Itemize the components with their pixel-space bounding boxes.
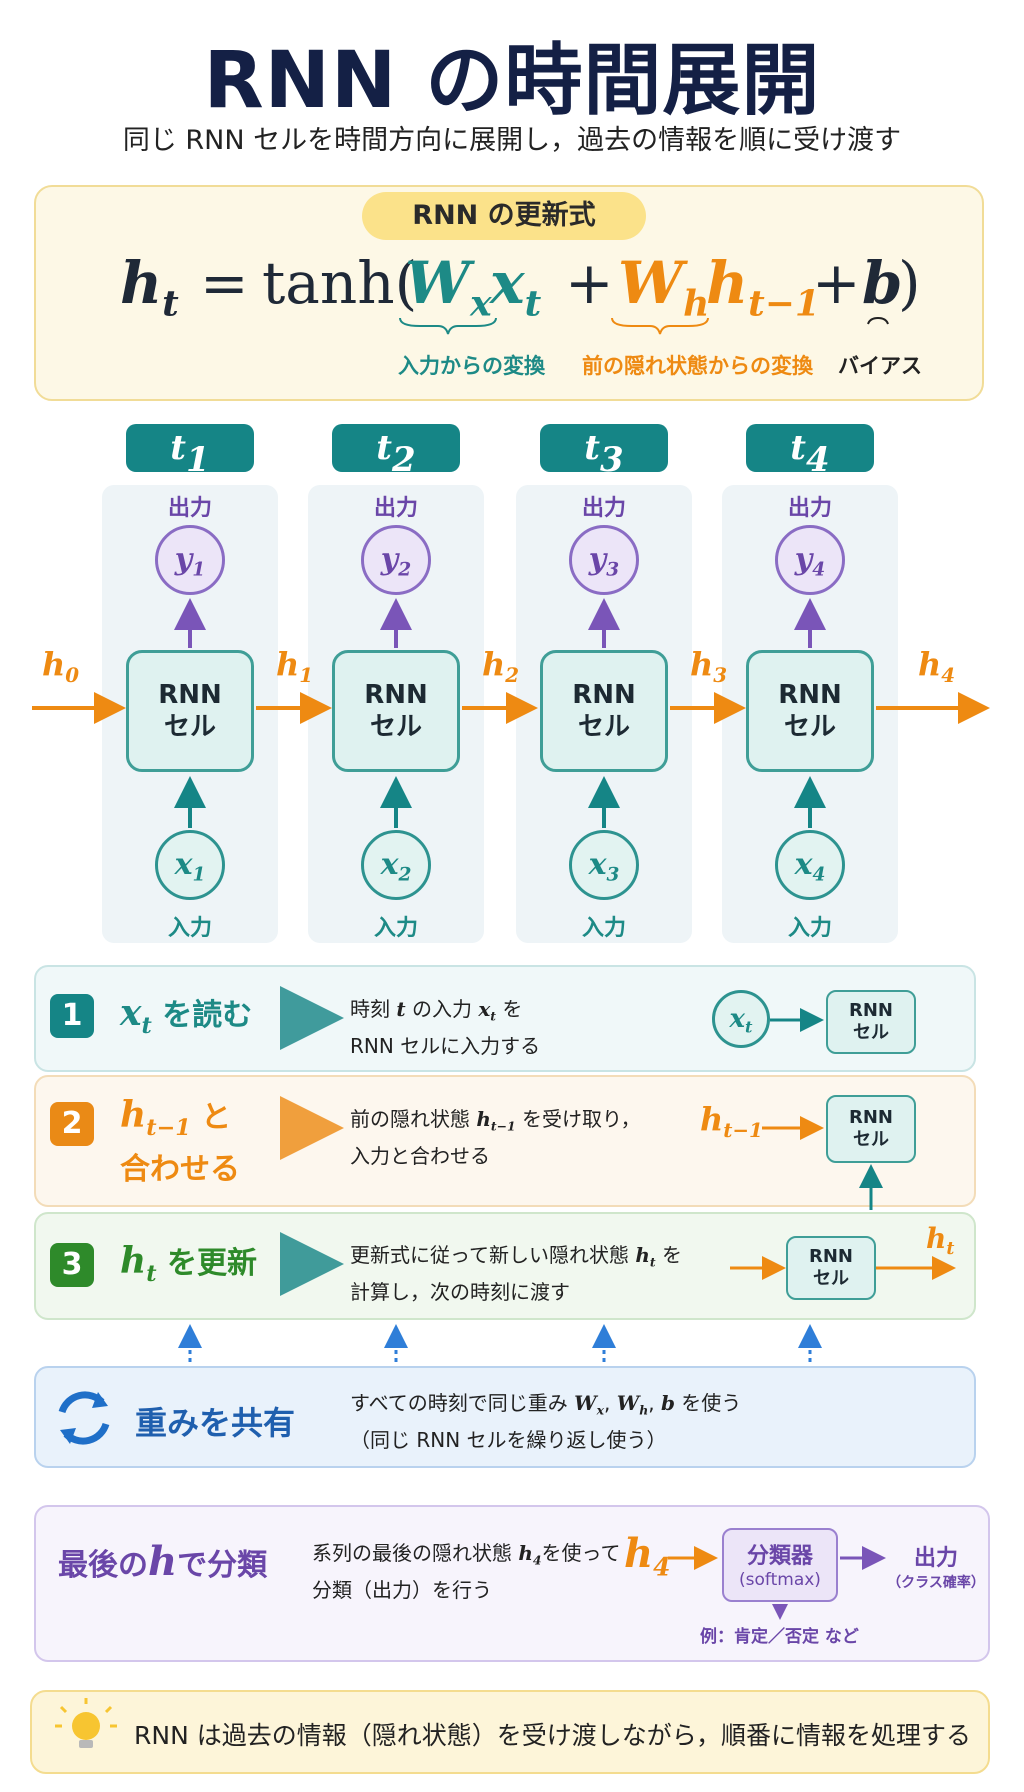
classifier-box: 分類器 (softmax) <box>722 1528 838 1602</box>
classifier-softmax: (softmax) <box>739 1570 821 1590</box>
output-label-1: 出力 <box>167 496 212 521</box>
step-1-title: xt を読む <box>120 992 253 1039</box>
step-3-desc: 更新式に従って新しい隠れ状態 ht を計算し，次の時刻に渡す <box>350 1243 682 1305</box>
step-3-title: ht を更新 <box>120 1240 257 1287</box>
share-panel <box>34 1366 976 1468</box>
input-circle-4: x4 <box>775 830 845 900</box>
timestep-pill-3: t3 <box>540 424 668 480</box>
note-input-transform: 入力からの変換 <box>398 354 545 378</box>
output-circle-1: y1 <box>155 525 225 595</box>
page-title: RNN の時間展開 <box>203 36 821 126</box>
timestep-pill-1: t1 <box>126 424 254 480</box>
input-circle-3: x3 <box>569 830 639 900</box>
step-3-number: 3 <box>50 1243 94 1287</box>
footer-panel <box>30 1690 990 1774</box>
input-circle-2: x2 <box>361 830 431 900</box>
timestep-pill-4: t4 <box>746 424 874 480</box>
step-2-panel <box>34 1075 976 1207</box>
step-2-desc: 前の隠れ状態 ht−1 を受け取り，入力と合わせる <box>350 1107 641 1169</box>
formula-equals: = <box>200 249 249 317</box>
formula-xt: xt <box>490 249 542 325</box>
classify-h4: h4 <box>624 1530 671 1582</box>
hidden-label-h4: h4 <box>918 645 956 687</box>
input-label-1: 入力 <box>167 916 212 941</box>
hidden-label-h1: h1 <box>276 645 314 687</box>
step-1-number: 1 <box>50 994 94 1038</box>
input-label-4: 入力 <box>787 916 832 941</box>
formula-close-paren: ) <box>898 249 921 317</box>
note-bias: バイアス <box>838 354 922 378</box>
timestep-pill-2: t2 <box>332 424 460 480</box>
formula-plus-1: + <box>565 249 614 317</box>
classify-output: 出力 （クラス確率） <box>887 1546 985 1591</box>
input-label-3: 入力 <box>581 916 626 941</box>
classify-desc: 系列の最後の隠れ状態 h4を使って分類（出力）を行う <box>312 1541 621 1603</box>
formula-tanh: tanh( <box>262 249 418 317</box>
output-circle-2: y2 <box>361 525 431 595</box>
hidden-label-h3: h3 <box>690 645 728 687</box>
refresh-icon <box>58 1391 110 1445</box>
formula-ht1: ht−1 <box>706 249 820 325</box>
brace-input <box>399 317 497 335</box>
output-label-4: 出力 <box>787 496 832 521</box>
output-circle-3: y3 <box>569 525 639 595</box>
input-label-2: 入力 <box>373 916 418 941</box>
formula-plus-2: + <box>812 249 861 317</box>
formula-pill: RNN の更新式 <box>362 192 646 240</box>
lightbulb-icon <box>55 1698 117 1748</box>
page-subtitle: 同じ RNN セルを時間方向に展開し，過去の情報を順に受け渡す <box>122 125 902 156</box>
brace-prev <box>611 317 709 335</box>
input-circle-1: x1 <box>155 830 225 900</box>
hidden-label-h2: h2 <box>482 645 520 687</box>
output-label-3: 出力 <box>581 496 626 521</box>
step-2-title: ht−1 と合わせる <box>120 1094 240 1187</box>
step-1-x-circle: xt <box>712 990 770 1048</box>
output-circle-4: y4 <box>775 525 845 595</box>
formula-bias: b <box>862 249 903 317</box>
step-2-number: 2 <box>50 1102 94 1146</box>
share-desc: すべての時刻で同じ重み Wx, Wh, b を使う（同じ RNN セルを繰り返し… <box>350 1391 742 1453</box>
step-2-h-label: ht−1 <box>700 1100 763 1142</box>
classify-title: 最後のhで分類 <box>58 1538 268 1585</box>
classifier-label: 分類器 <box>746 1544 813 1569</box>
formula-lhs: ht <box>120 249 179 325</box>
formula-wx: Wx <box>405 249 492 325</box>
footer-text: RNN は過去の情報（隠れ状態）を受け渡しながら，順番に情報を処理する <box>134 1721 971 1750</box>
share-title: 重みを共有 <box>135 1404 296 1442</box>
note-prev-transform: 前の隠れ状態からの変換 <box>582 354 813 378</box>
step-3-h-label: ht <box>926 1222 955 1260</box>
classify-example: 例：肯定／否定 など <box>700 1627 859 1647</box>
brace-bias <box>867 316 889 325</box>
output-label-2: 出力 <box>373 496 418 521</box>
formula-wh: Wh <box>618 249 710 325</box>
hidden-label-h0: h0 <box>42 645 80 687</box>
